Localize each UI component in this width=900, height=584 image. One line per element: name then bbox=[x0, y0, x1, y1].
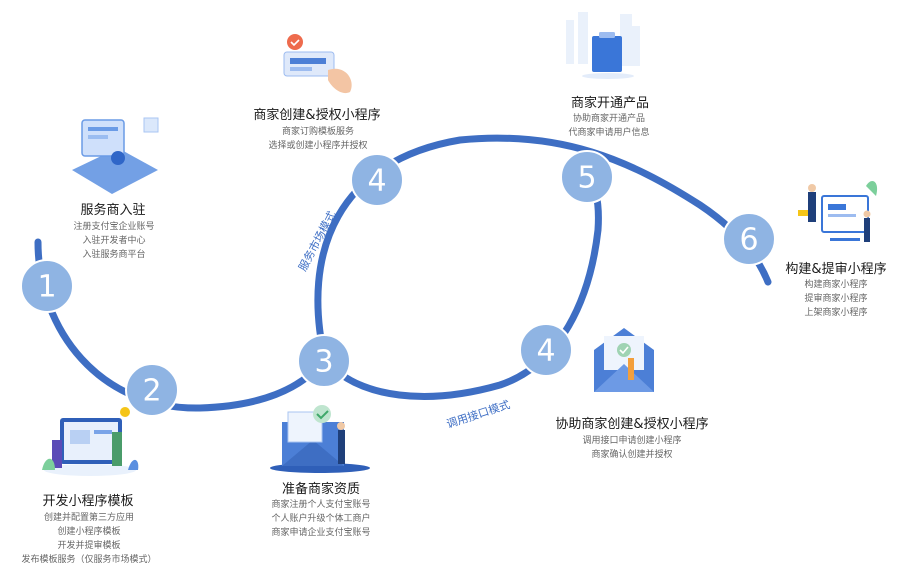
step-node-3: 3 bbox=[297, 334, 351, 388]
order-card-icon bbox=[283, 34, 352, 94]
svg-text:5: 5 bbox=[577, 161, 596, 196]
envelope-check-icon bbox=[594, 328, 654, 392]
step-desc-line: 商家订购模板服务 bbox=[281, 127, 355, 137]
step-title-1: 服务商入驻 bbox=[80, 203, 146, 218]
step-title-3: 准备商家资质 bbox=[281, 482, 361, 497]
step-desc-5: 协助商家开通产品 代商家申请用户信息 bbox=[568, 112, 649, 140]
step-desc-line: 代商家申请用户信息 bbox=[568, 128, 650, 138]
svg-text:2: 2 bbox=[142, 374, 161, 409]
step-title-2: 开发小程序模板 bbox=[42, 494, 134, 509]
step-desc-line: 商家申请企业支付宝账号 bbox=[271, 528, 371, 538]
developer-center-icon bbox=[72, 117, 159, 194]
merchant-qualification-icon bbox=[270, 405, 370, 473]
svg-text:1: 1 bbox=[37, 270, 56, 305]
step-title-5: 商家开通产品 bbox=[570, 96, 650, 111]
svg-text:6: 6 bbox=[739, 223, 758, 258]
step-desc-line: 个人账户升级个体工商户 bbox=[271, 514, 371, 524]
step-node-2: 2 bbox=[125, 363, 179, 417]
step-desc-line: 入驻服务商平台 bbox=[82, 250, 146, 260]
step-node-5: 5 bbox=[560, 150, 614, 204]
step-desc-line: 发布模板服务（仅服务市场模式） bbox=[21, 555, 157, 565]
step-desc-4-api: 调用接口申请创建小程序 商家确认创建并授权 bbox=[582, 434, 681, 462]
step-desc-3: 商家注册个人支付宝账号 个人账户升级个体工商户 商家申请企业支付宝账号 bbox=[271, 498, 370, 540]
step-desc-2: 创建并配置第三方应用 创建小程序模板 开发并提审模板 发布模板服务（仅服务市场模… bbox=[21, 511, 156, 567]
step-node-4-api: 4 bbox=[519, 323, 573, 377]
step-desc-6: 构建商家小程序 提审商家小程序 上架商家小程序 bbox=[804, 278, 867, 320]
mode-label-api: 调用接口模式 bbox=[445, 398, 512, 431]
step-desc-line: 商家注册个人支付宝账号 bbox=[271, 500, 371, 510]
step-node-1: 1 bbox=[20, 259, 74, 313]
step-title-6: 构建&提审小程序 bbox=[785, 262, 887, 277]
svg-text:4: 4 bbox=[367, 164, 386, 199]
step-desc-line: 入驻开发者中心 bbox=[82, 236, 146, 246]
mode-label-market: 服务市场模式 bbox=[295, 209, 338, 274]
svg-text:3: 3 bbox=[314, 345, 333, 380]
step-desc-1: 注册支付宝企业账号 入驻开发者中心 入驻服务商平台 bbox=[73, 220, 154, 262]
step-title-4-api: 协助商家创建&授权小程序 bbox=[555, 417, 709, 432]
step-desc-4-market: 商家订购模板服务 选择或创建小程序并授权 bbox=[268, 125, 367, 153]
step-node-6: 6 bbox=[722, 212, 776, 266]
step-desc-line: 协助商家开通产品 bbox=[572, 114, 646, 124]
step-desc-line: 调用接口申请创建小程序 bbox=[582, 436, 682, 446]
svg-text:4: 4 bbox=[536, 334, 555, 369]
step-desc-line: 上架商家小程序 bbox=[804, 308, 868, 318]
step-desc-line: 创建小程序模板 bbox=[57, 527, 121, 537]
step-title-4-market: 商家创建&授权小程序 bbox=[253, 108, 381, 123]
clipboard-icon bbox=[566, 12, 640, 79]
step-desc-line: 商家确认创建并授权 bbox=[591, 450, 673, 460]
step-desc-line: 注册支付宝企业账号 bbox=[73, 222, 155, 232]
template-dev-icon bbox=[42, 407, 139, 476]
step-desc-line: 创建并配置第三方应用 bbox=[43, 513, 135, 523]
monitor-team-icon bbox=[798, 181, 878, 242]
step-desc-line: 构建商家小程序 bbox=[804, 280, 868, 290]
step-node-4-market: 4 bbox=[350, 153, 404, 207]
step-desc-line: 选择或创建小程序并授权 bbox=[268, 141, 368, 151]
step-desc-line: 开发并提审模板 bbox=[57, 541, 121, 551]
step-desc-line: 提审商家小程序 bbox=[804, 294, 868, 304]
